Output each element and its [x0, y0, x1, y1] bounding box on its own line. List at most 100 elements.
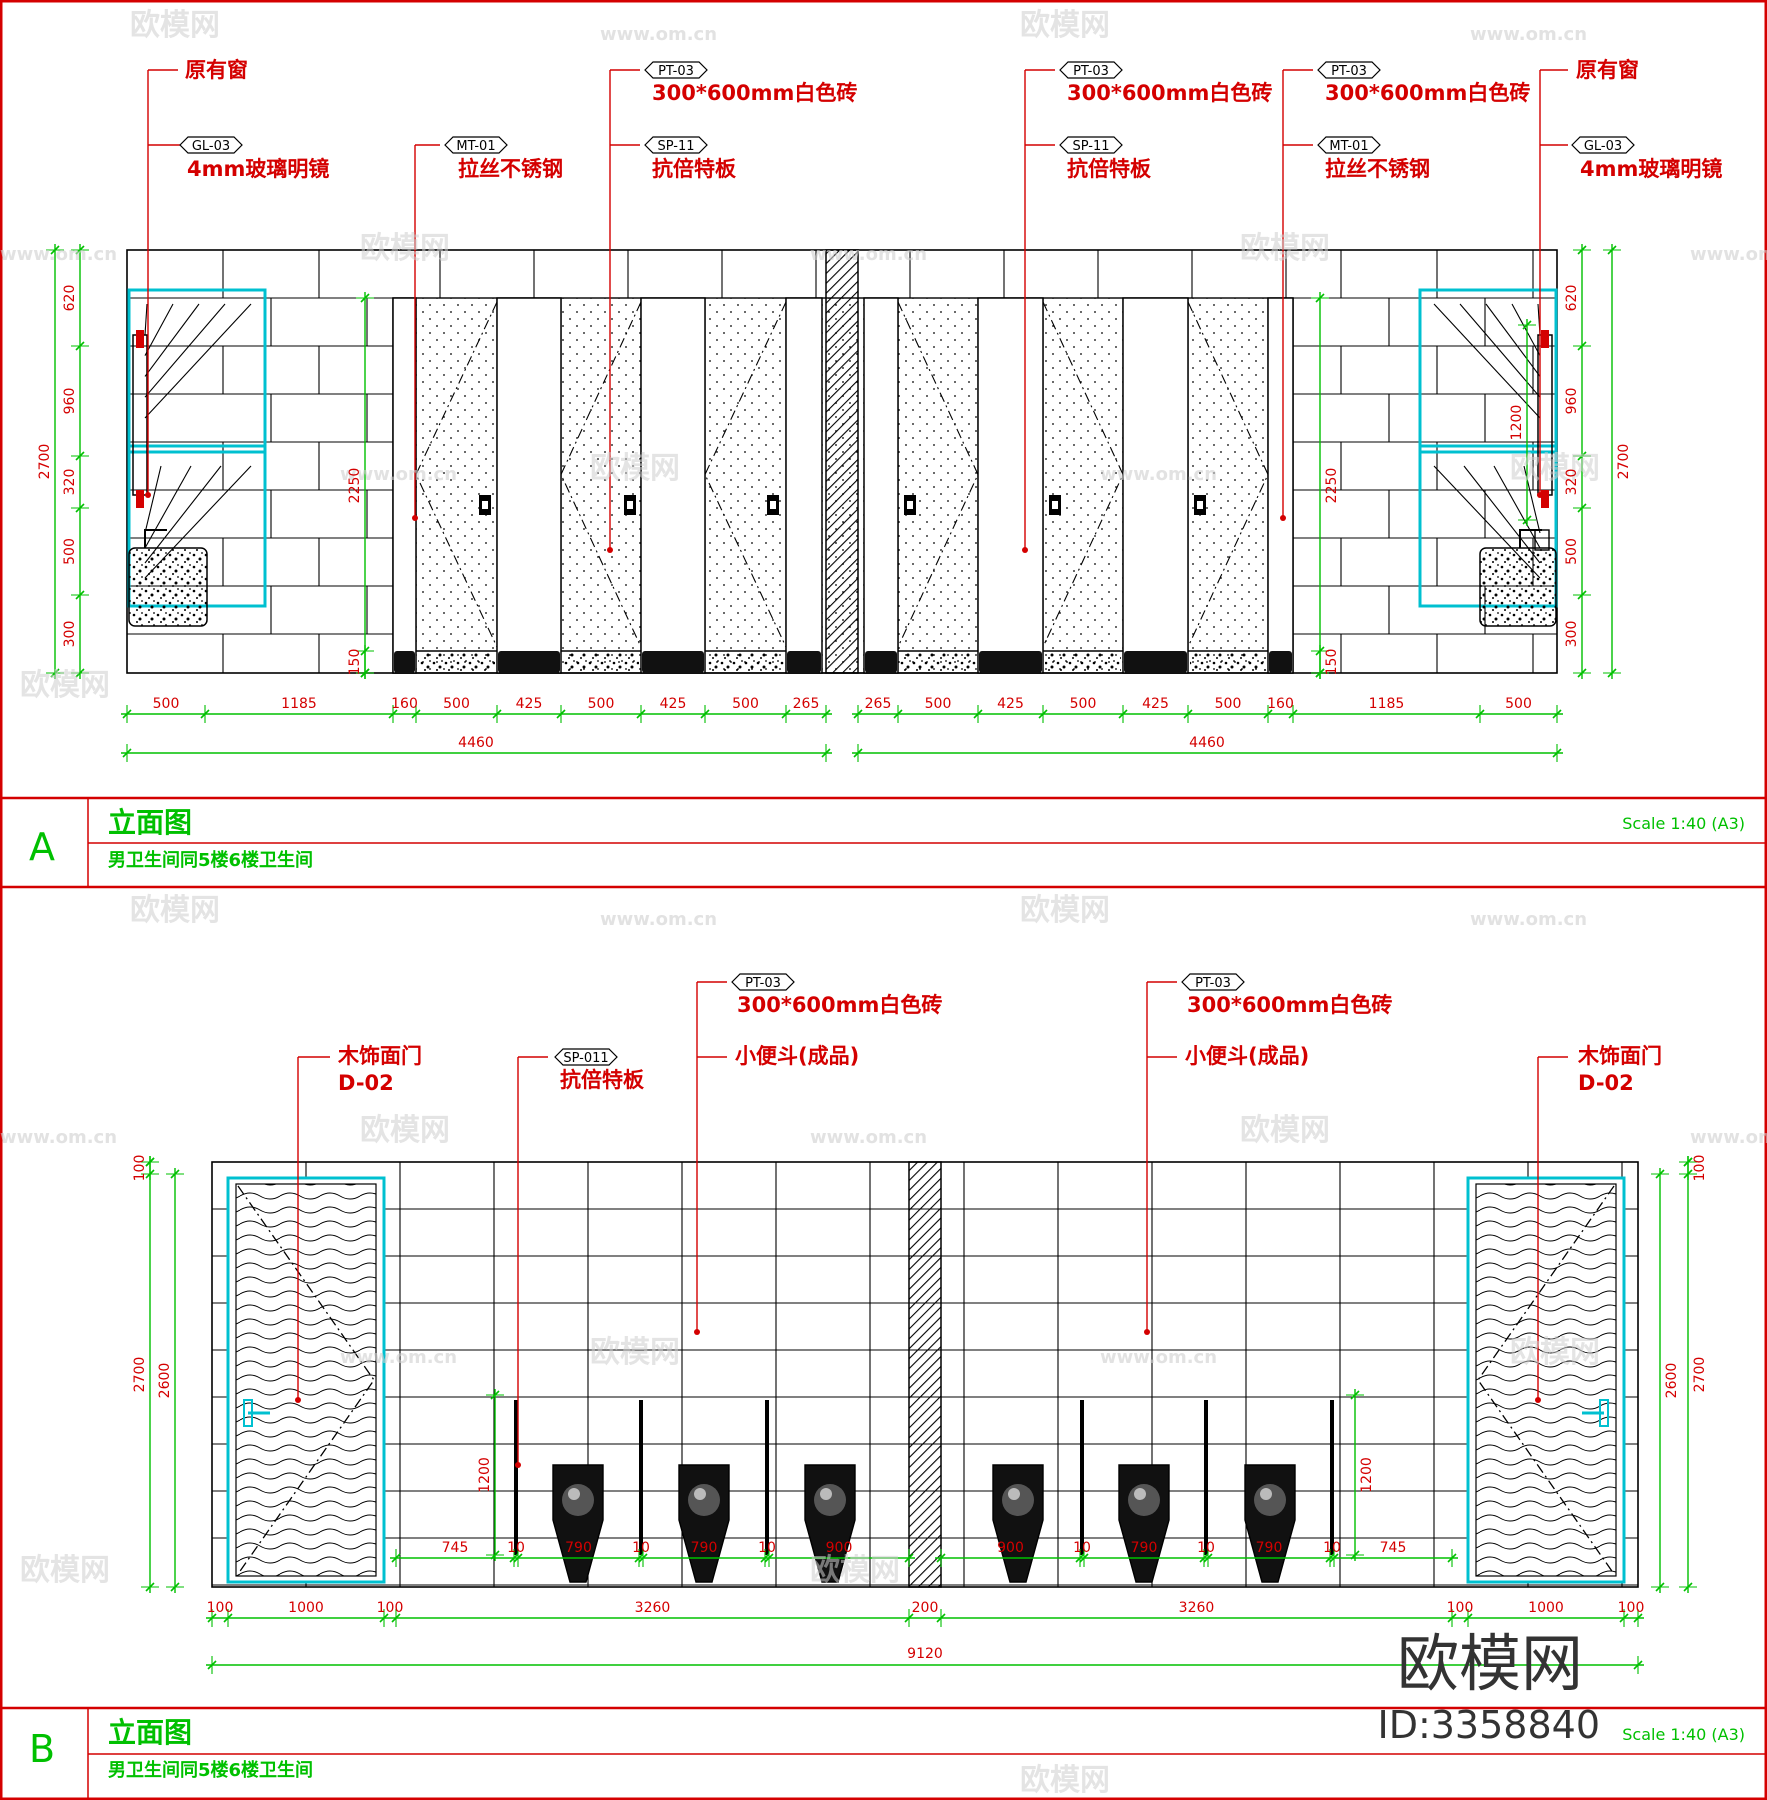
material-tag-pt03-box [1059, 61, 1123, 79]
watermark-url: www.om.cn [600, 909, 717, 930]
callout-wood-door-right: 木饰面门 [1577, 1044, 1662, 1068]
partition-pilaster [392, 297, 417, 674]
width-dim: 500 [153, 696, 180, 712]
panel-letter-b: B [29, 1727, 55, 1771]
base-height-dim: 150 [1324, 649, 1340, 676]
watermark-brand: 欧模网 [130, 8, 220, 43]
watermark-url: www.om.cn [1100, 464, 1217, 485]
material-tag-pt03: PT-03 [1331, 64, 1367, 79]
faucet-icon [144, 529, 167, 548]
width-dim: 745 [442, 1540, 469, 1556]
top-band-dim: 100 [132, 1155, 148, 1182]
material-tag-pt03: PT-03 [1195, 976, 1231, 991]
material-tag-mt01-box [444, 136, 508, 154]
width-dim: 1000 [288, 1600, 324, 1616]
urinal-divider [1330, 1400, 1334, 1555]
width-dim: 425 [997, 696, 1024, 712]
partition-pilaster [1267, 297, 1294, 674]
watermark-brand: 欧模网 [1240, 231, 1330, 266]
material-tag-sp11-box [644, 136, 708, 154]
callout-urinal-left: 小便斗(成品) [735, 1044, 859, 1068]
door-lock-icon [624, 495, 636, 515]
material-tag-sp011: SP-011 [563, 1051, 608, 1066]
callout-tile-right: 300*600mm白色砖 [1325, 81, 1530, 105]
watermark-url: www.om.cn [1690, 244, 1767, 265]
divider-height-dim: 1200 [477, 1457, 493, 1493]
structural-column [825, 249, 859, 674]
width-dim: 200 [912, 1600, 939, 1616]
watermark-brand: 欧模网 [130, 893, 220, 928]
width-dim: 790 [565, 1540, 592, 1556]
width-dim: 265 [793, 696, 820, 712]
text-layer: 欧模网欧模网欧模网欧模网欧模网欧模网欧模网欧模网欧模网欧模网欧模网欧模网欧模网欧… [0, 8, 1767, 1798]
watermark-url: www.om.cn [810, 1127, 927, 1148]
width-dim: 1185 [1369, 696, 1405, 712]
total-height-dim: 2700 [1616, 444, 1632, 480]
watermark-brand: 欧模网 [360, 1113, 450, 1148]
width-dim: 500 [443, 696, 470, 712]
callout-wood-door-left: 木饰面门 [337, 1044, 422, 1068]
total-height-dim: 2700 [132, 1357, 148, 1393]
width-dim: 790 [1256, 1540, 1283, 1556]
brand-stamp: 欧模网 [1397, 1627, 1583, 1700]
material-tag-pt03: PT-03 [658, 64, 694, 79]
urinal [992, 1464, 1044, 1583]
width-dim: 1185 [281, 696, 317, 712]
width-dim: 160 [1267, 696, 1294, 712]
width-dim: 1000 [1528, 1600, 1564, 1616]
wood-veneer-door [1466, 1176, 1626, 1584]
width-dim: 790 [691, 1540, 718, 1556]
watermark-url: www.om.cn [0, 1127, 117, 1148]
width-dim: 3260 [635, 1600, 671, 1616]
callout-mirror-left: 4mm玻璃明镜 [187, 157, 329, 181]
watermark-url: www.om.cn [340, 464, 457, 485]
width-dim: 500 [1505, 696, 1532, 712]
total-width: 9120 [907, 1646, 943, 1662]
material-tag-sp11: SP-11 [1072, 139, 1109, 154]
base-height-dim: 150 [347, 649, 363, 676]
urinal [552, 1464, 604, 1583]
height-dim: 620 [62, 285, 78, 312]
width-dim: 10 [1197, 1540, 1215, 1556]
width-dim: 160 [391, 696, 418, 712]
watermark-url: www.om.cn [340, 1347, 457, 1368]
watermark-brand: 欧模网 [1510, 1335, 1600, 1370]
callout-original-window-left: 原有窗 [185, 58, 248, 82]
material-tag-pt03: PT-03 [745, 976, 781, 991]
callout-original-window-right: 原有窗 [1576, 58, 1639, 82]
material-tag-gl03-box [179, 136, 243, 154]
total-height-dim: 2700 [37, 444, 53, 480]
watermark-url: www.om.cn [1100, 1347, 1217, 1368]
height-dim: 320 [62, 469, 78, 496]
urinal [1118, 1464, 1170, 1583]
callout-tile-mid: 300*600mm白色砖 [1067, 81, 1272, 105]
watermark-url: www.om.cn [0, 244, 117, 265]
door-lock-icon [767, 495, 779, 515]
panel-letter-a: A [29, 825, 55, 869]
width-dim: 790 [1131, 1540, 1158, 1556]
urinal-divider [1204, 1400, 1208, 1555]
panel-a-scale: Scale 1:40 (A3) [1622, 814, 1745, 833]
width-dim: 900 [997, 1540, 1024, 1556]
material-tag-pt03: PT-03 [1073, 64, 1109, 79]
watermark-brand: 欧模网 [1020, 893, 1110, 928]
callout-door-code-right: D-02 [1578, 1071, 1634, 1095]
material-tag-gl03: GL-03 [192, 139, 230, 154]
door-handle-icon [1582, 1399, 1609, 1427]
mirror-height-dim: 1200 [1509, 405, 1525, 441]
panel-b-subtitle: 男卫生间同5楼6楼卫生间 [108, 1759, 313, 1781]
watermark-url: www.om.cn [1690, 1127, 1767, 1148]
callout-door-code-left: D-02 [338, 1071, 394, 1095]
partition-pilaster [977, 297, 1044, 674]
brand-stamp-id: ID:3358840 [1377, 1703, 1600, 1747]
width-dim: 425 [1142, 696, 1169, 712]
watermark-brand: 欧模网 [590, 1335, 680, 1370]
watermark-brand: 欧模网 [810, 1553, 900, 1588]
top-band-dim: 100 [1692, 1155, 1708, 1182]
callout-tile-b-right: 300*600mm白色砖 [1187, 993, 1392, 1017]
watermark-brand: 欧模网 [590, 451, 680, 486]
watermark-brand: 欧模网 [360, 231, 450, 266]
urinal [678, 1464, 730, 1583]
